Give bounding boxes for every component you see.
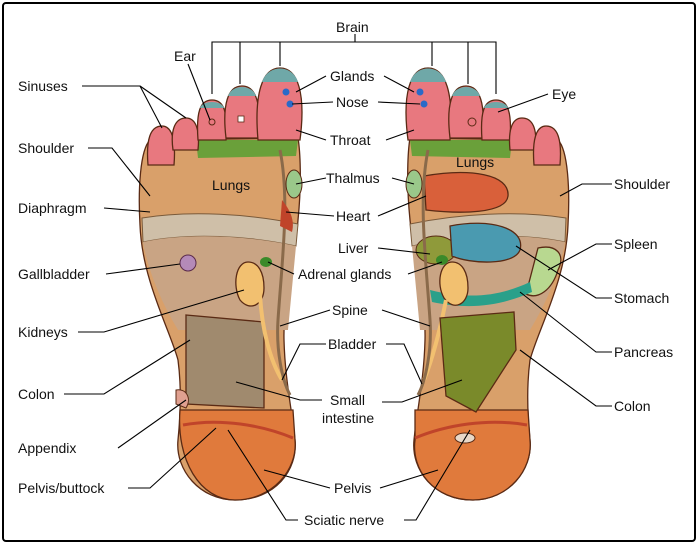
left-spine bbox=[276, 149, 292, 396]
label-gallbladder: Gallbladder bbox=[18, 266, 90, 282]
right-foot bbox=[405, 67, 570, 501]
left-foot bbox=[138, 67, 303, 501]
label-ear: Ear bbox=[174, 48, 196, 64]
label-small-intestine-2: intestine bbox=[322, 410, 374, 426]
left-toe-5 bbox=[146, 125, 176, 166]
label-stomach: Stomach bbox=[614, 290, 669, 306]
right-eye-point bbox=[467, 117, 477, 127]
label-small-intestine-1: Small bbox=[330, 392, 365, 408]
label-glands: Glands bbox=[330, 68, 374, 84]
label-heart: Heart bbox=[336, 208, 370, 224]
right-spine bbox=[416, 149, 432, 396]
left-toe-2-point bbox=[237, 115, 245, 123]
left-gallbladder bbox=[179, 254, 197, 272]
right-toe-2-cap bbox=[452, 87, 480, 96]
label-pelvis-buttock: Pelvis/buttock bbox=[18, 480, 105, 496]
label-shoulder-right: Shoulder bbox=[614, 176, 670, 192]
left-heart-spot bbox=[280, 200, 293, 232]
label-colon-right: Colon bbox=[614, 398, 651, 414]
right-toe-4 bbox=[508, 117, 537, 151]
label-spine: Spine bbox=[332, 302, 368, 318]
leader-lines bbox=[64, 34, 612, 521]
right-toe-5 bbox=[532, 125, 562, 166]
right-stomach bbox=[449, 222, 522, 263]
label-throat: Throat bbox=[330, 132, 371, 148]
left-gland-dot-1 bbox=[282, 88, 290, 96]
right-toe-3-cap bbox=[484, 102, 508, 108]
left-toe-3-cap bbox=[200, 102, 224, 108]
label-shoulder-left: Shoulder bbox=[18, 140, 74, 156]
label-eye: Eye bbox=[552, 86, 576, 102]
labels: Brain Ear Sinuses Glands Nose Eye Throat… bbox=[18, 19, 673, 528]
right-toe-1-cap bbox=[410, 68, 446, 82]
left-toe-2-cap bbox=[228, 87, 256, 96]
left-adrenal bbox=[260, 257, 272, 267]
left-toe-1 bbox=[256, 67, 303, 141]
label-kidneys: Kidneys bbox=[18, 324, 68, 340]
left-toe-4 bbox=[171, 117, 200, 151]
right-heart bbox=[423, 171, 509, 213]
right-pelvis-line bbox=[414, 420, 528, 440]
label-lungs-right: Lungs bbox=[456, 154, 494, 170]
right-gland-dot-1 bbox=[416, 88, 424, 96]
label-spleen: Spleen bbox=[614, 236, 658, 252]
label-sciatic-nerve: Sciatic nerve bbox=[304, 512, 384, 528]
label-appendix: Appendix bbox=[18, 440, 76, 456]
label-lungs-left: Lungs bbox=[212, 177, 250, 193]
left-kidney bbox=[235, 261, 265, 307]
right-small-intestine bbox=[439, 311, 517, 413]
left-appendix bbox=[175, 389, 189, 409]
right-gland-dot-2 bbox=[420, 100, 428, 108]
right-lungs-band bbox=[410, 140, 512, 158]
label-bladder: Bladder bbox=[328, 336, 377, 352]
left-ureter bbox=[258, 294, 284, 382]
label-pelvis: Pelvis bbox=[334, 480, 371, 496]
label-nose: Nose bbox=[336, 94, 369, 110]
left-ear-point bbox=[208, 118, 216, 126]
label-liver: Liver bbox=[338, 240, 369, 256]
label-colon-left: Colon bbox=[18, 386, 55, 402]
label-diaphragm: Diaphragm bbox=[18, 200, 86, 216]
right-heel bbox=[413, 409, 531, 501]
left-gland-dot-2 bbox=[286, 100, 294, 108]
left-heel bbox=[178, 409, 296, 501]
right-liver bbox=[415, 235, 457, 265]
right-kidney bbox=[439, 261, 469, 306]
label-sinuses: Sinuses bbox=[18, 78, 68, 94]
label-thalmus: Thalmus bbox=[326, 170, 380, 186]
label-adrenal-glands: Adrenal glands bbox=[298, 266, 391, 282]
left-toe-1-cap bbox=[262, 68, 298, 82]
label-pancreas: Pancreas bbox=[614, 344, 673, 360]
left-thalmus bbox=[285, 169, 303, 199]
right-spleen bbox=[525, 246, 562, 297]
label-brain: Brain bbox=[336, 19, 369, 35]
left-colon bbox=[185, 314, 265, 409]
left-pelvis-line bbox=[182, 420, 294, 440]
left-lungs-band bbox=[196, 140, 298, 158]
